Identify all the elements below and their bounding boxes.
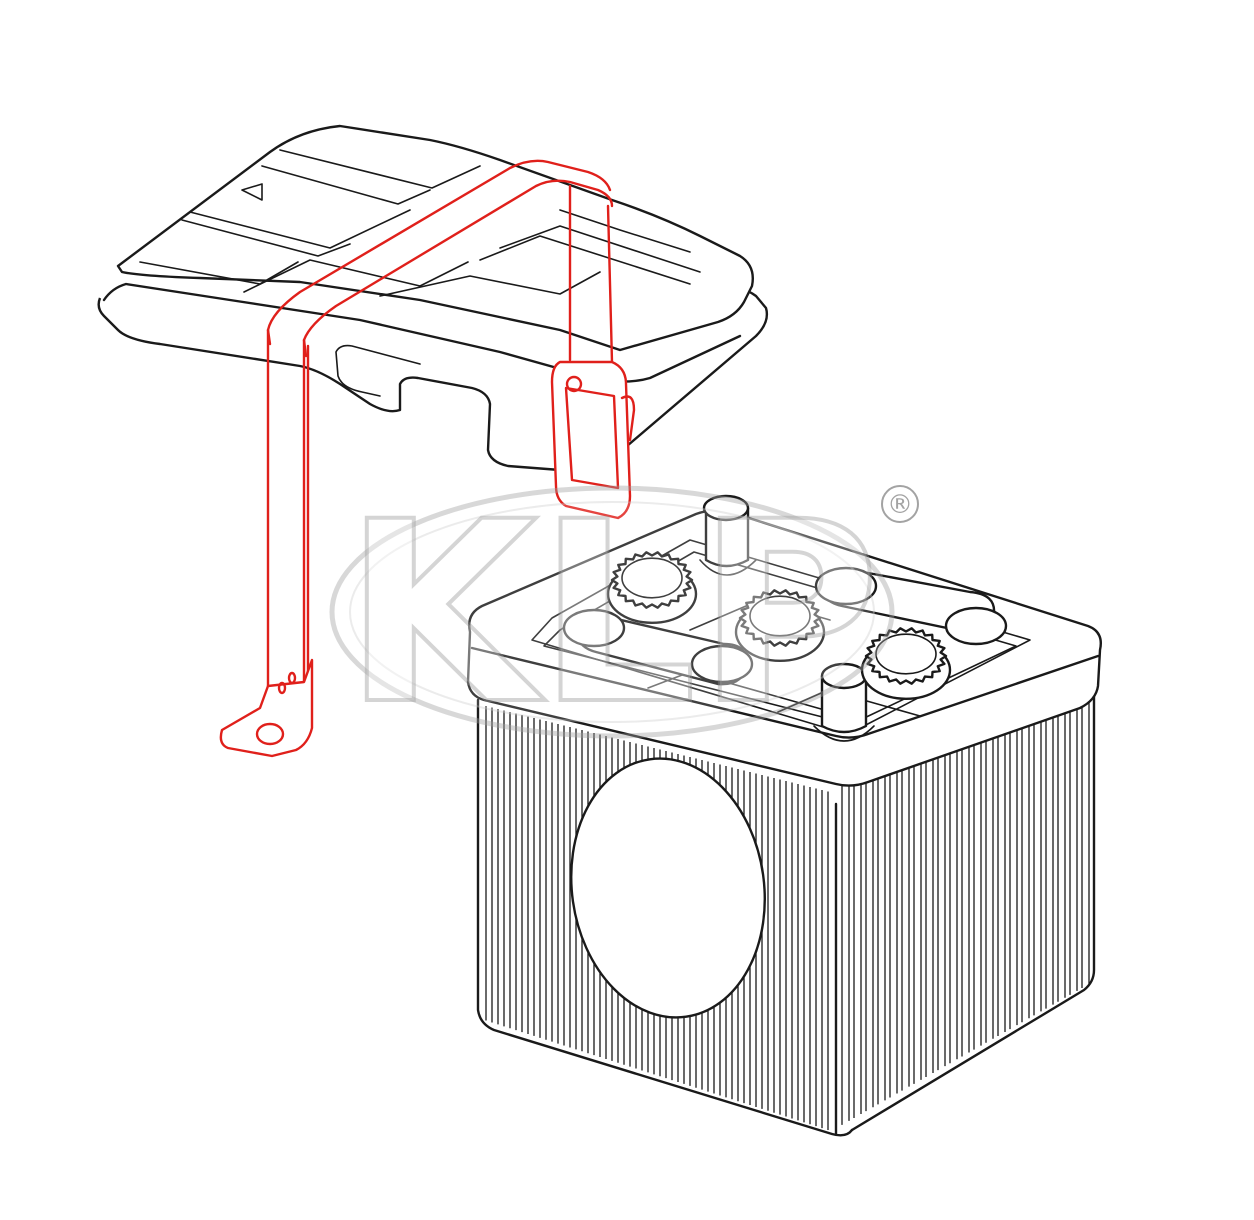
bracket-foot-hole (255, 722, 285, 746)
cover-groove-7 (379, 271, 601, 297)
bracket-clamp-inner (564, 386, 620, 490)
vent-plug-top (749, 595, 811, 637)
cover-groove-6 (243, 259, 469, 293)
bracket-clamp-lever (620, 395, 636, 442)
bracket-right-leg-outer (568, 184, 614, 364)
bracket-rivet-2 (287, 671, 297, 685)
hold-down-bracket (219, 159, 636, 758)
registered-mark-circle (881, 485, 919, 523)
cover-polarity-marker (241, 183, 263, 201)
battery-label-oval (570, 757, 766, 1019)
battery-ribbed-case-right (841, 689, 1090, 1125)
cover-groove-4 (181, 219, 351, 257)
cover-groove-10 (559, 209, 691, 253)
cover-groove-2 (261, 165, 431, 205)
battery-front-face (476, 698, 854, 1137)
battery-top-rim (470, 646, 1100, 739)
bracket-clamp-hook (565, 375, 583, 393)
cover-recess (335, 344, 421, 397)
bracket-left-foot (219, 658, 314, 758)
battery-cover (97, 124, 769, 472)
cover-lid-rim (102, 282, 742, 383)
vent-plug-cog (738, 589, 822, 647)
vent-plug-1 (606, 551, 698, 625)
connector-cap-1 (562, 608, 626, 648)
cover-groove-3 (189, 209, 411, 249)
bracket-rivet-1 (277, 681, 287, 695)
battery-right-face (850, 678, 1096, 1132)
battery-terminal-positive (813, 662, 875, 742)
battery (466, 494, 1102, 1137)
cover-groove-1 (279, 149, 481, 189)
watermark-oval-inner (349, 501, 875, 723)
vent-plug-2 (734, 589, 826, 663)
vent-plug-3 (860, 627, 952, 701)
vent-plug-cog (864, 627, 948, 685)
vent-plug-top (621, 557, 683, 599)
connector-cap-3 (814, 566, 878, 606)
vent-plug-top (875, 633, 937, 675)
cover-groove-8 (479, 235, 691, 285)
battery-terminal-negative (699, 494, 757, 576)
cover-groove-9 (499, 225, 701, 273)
bracket-strap-inner (302, 179, 614, 358)
connector-cap-2 (690, 644, 754, 684)
registered-mark: ® (887, 490, 913, 520)
bracket-strap-outer (266, 159, 612, 346)
connector-cap-4 (944, 606, 1008, 646)
watermark-oval (329, 485, 895, 739)
watermark-brand-text: KLP (344, 468, 880, 759)
brand-watermark: KLP ® (329, 466, 919, 761)
vent-plug-cog (610, 551, 694, 609)
